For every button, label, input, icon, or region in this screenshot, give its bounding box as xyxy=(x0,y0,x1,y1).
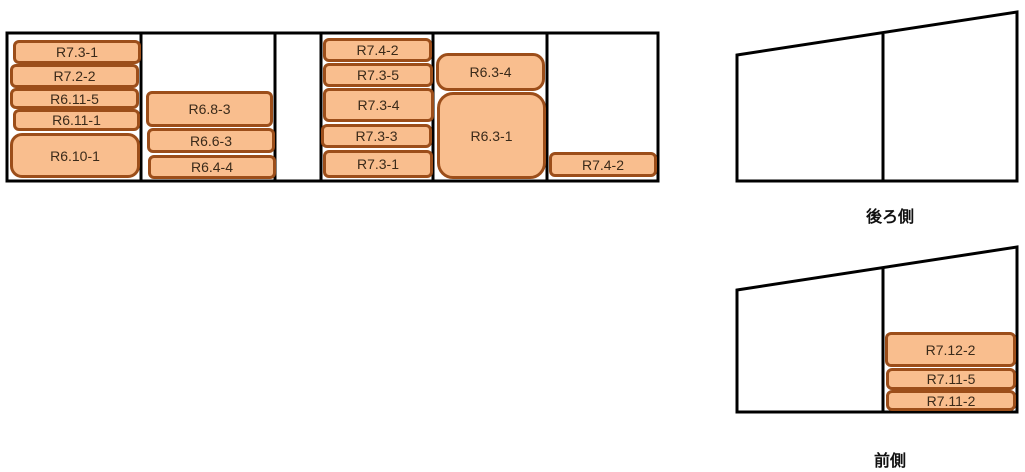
box: R7.3-1 xyxy=(323,150,433,178)
shelf-frame xyxy=(5,31,660,183)
box: R6.8-3 xyxy=(146,91,273,127)
box: R6.6-3 xyxy=(147,128,275,153)
box: R7.4-2 xyxy=(549,152,657,177)
box: R6.11-1 xyxy=(13,109,140,131)
back-side-frame xyxy=(735,10,1019,183)
box: R7.11-5 xyxy=(886,368,1016,390)
back-side-label: 後ろ側 xyxy=(866,207,915,226)
box: R6.3-1 xyxy=(437,92,546,179)
box: R7.11-2 xyxy=(886,390,1016,411)
box: R6.11-5 xyxy=(10,88,139,109)
box: R7.4-2 xyxy=(323,38,432,62)
box: R7.2-2 xyxy=(10,64,139,88)
box: R7.12-2 xyxy=(885,332,1016,367)
box: R7.3-1 xyxy=(13,40,141,64)
box: R7.3-4 xyxy=(323,88,434,122)
box: R6.10-1 xyxy=(10,133,140,178)
box: R6.3-4 xyxy=(436,53,545,91)
box: R7.3-5 xyxy=(323,63,433,87)
front-side-frame xyxy=(735,245,1019,414)
box: R6.4-4 xyxy=(148,155,276,179)
box: R7.3-3 xyxy=(321,124,432,148)
front-side-label: 前側 xyxy=(874,451,907,470)
